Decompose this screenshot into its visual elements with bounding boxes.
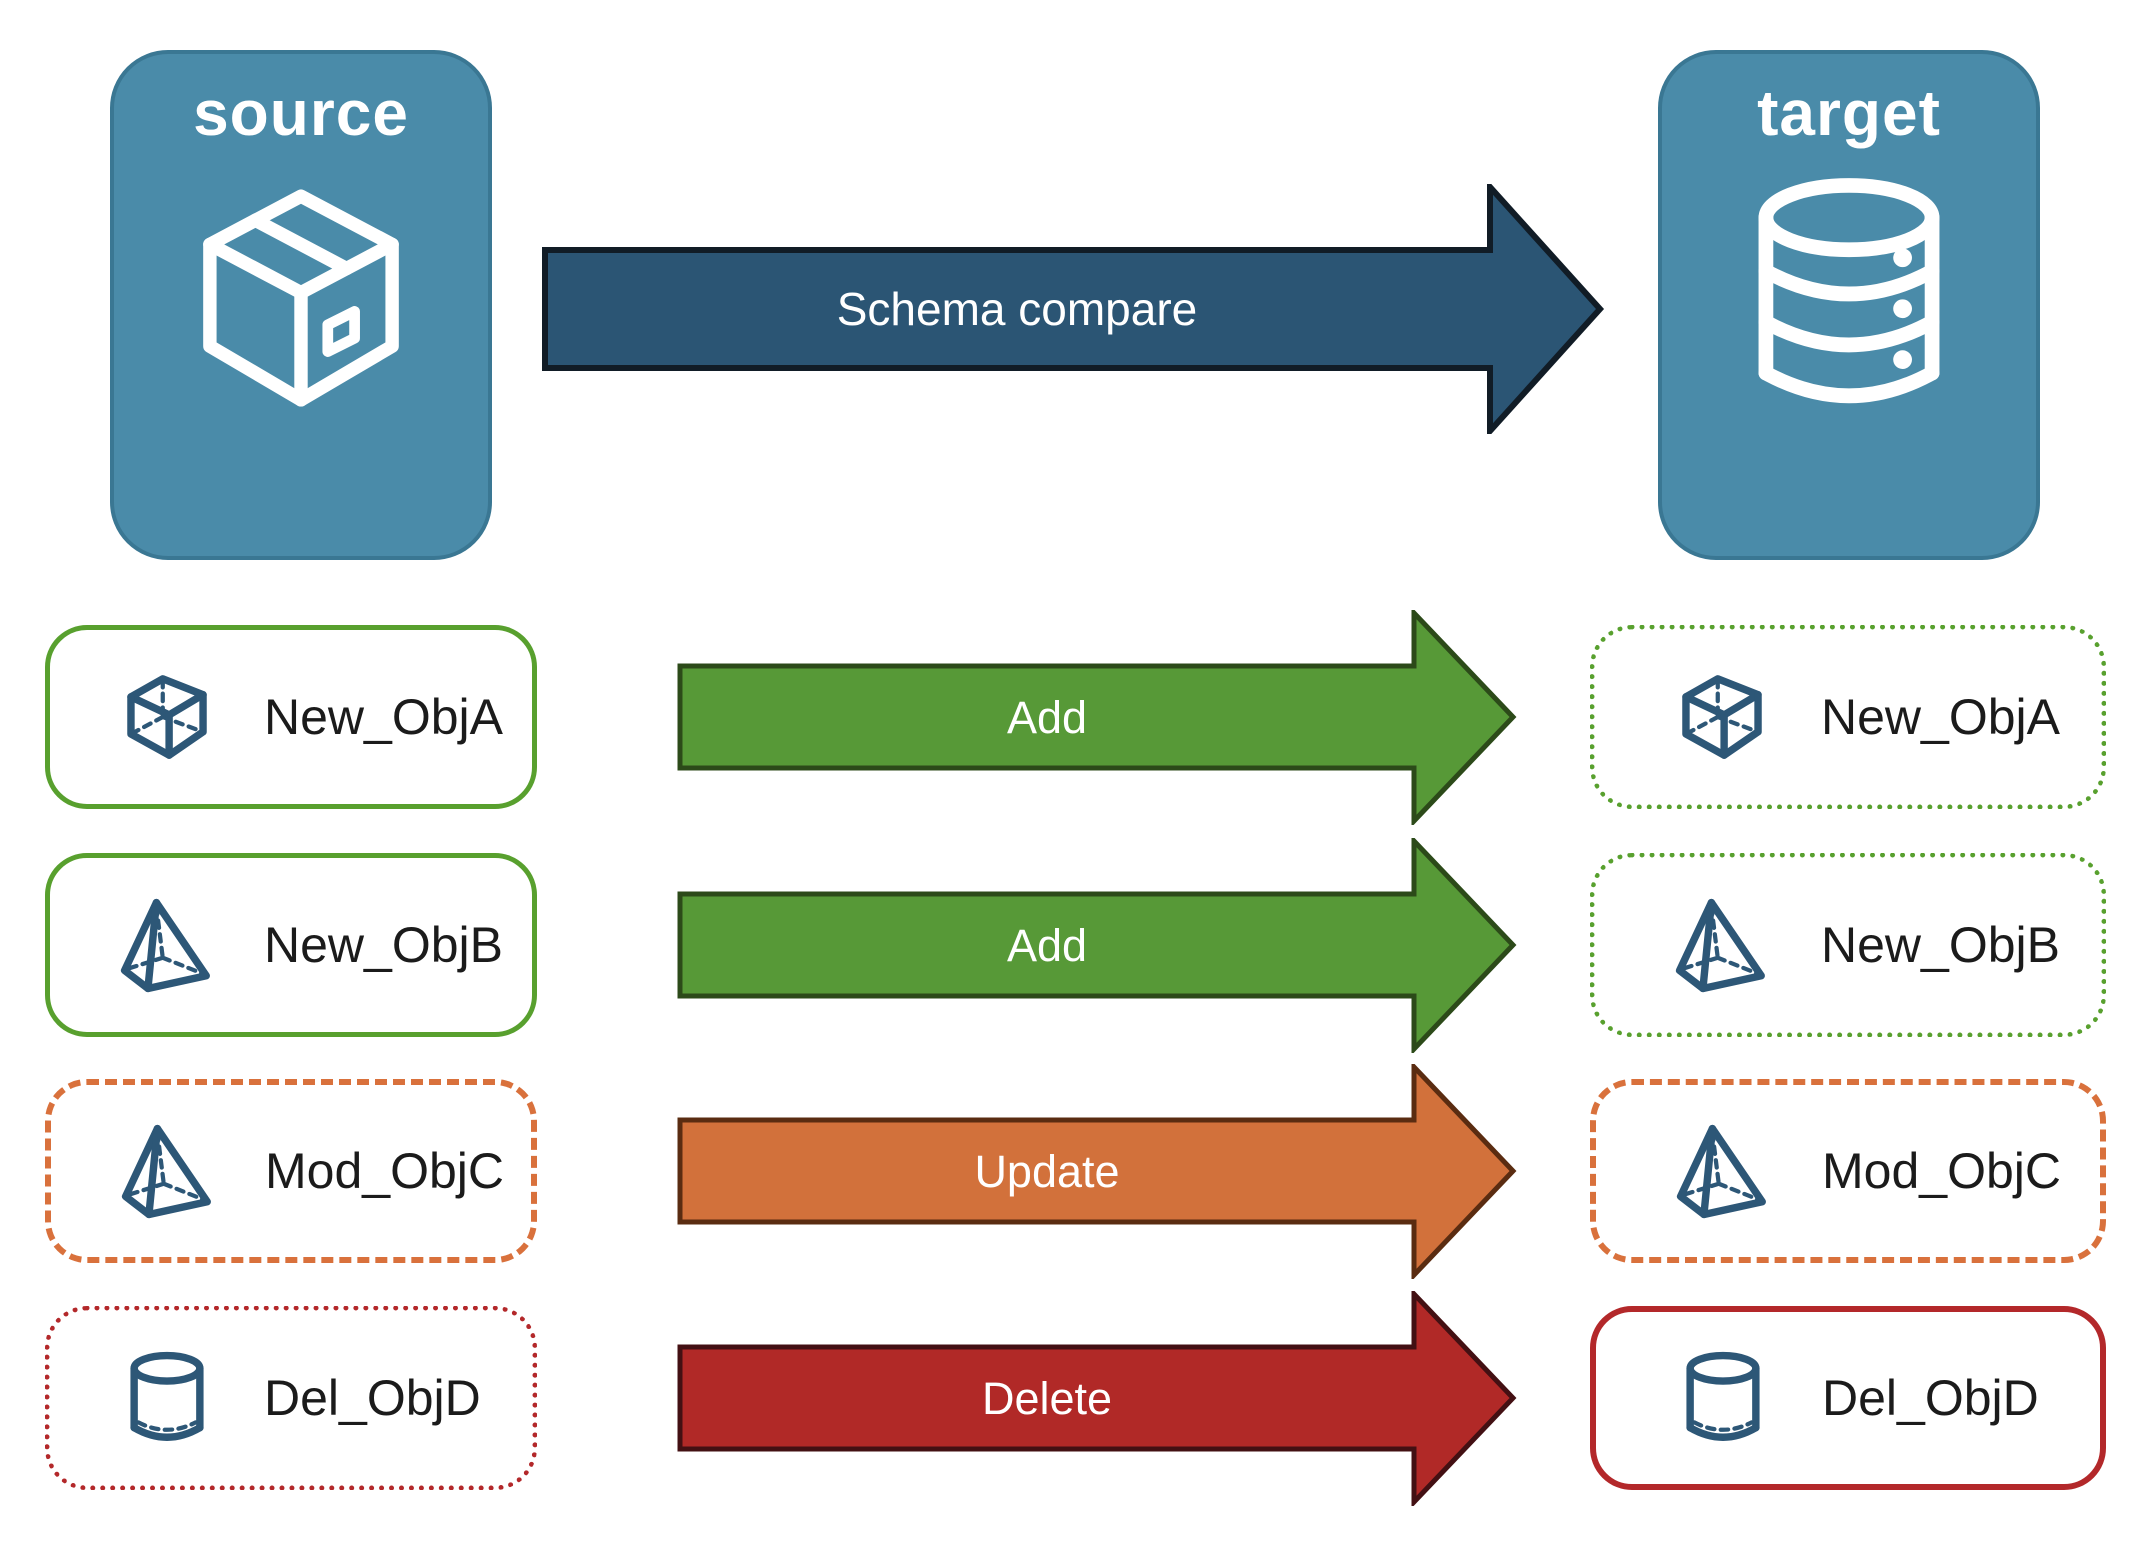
action-label: Delete: [981, 1372, 1113, 1424]
target-card: target: [1658, 50, 2040, 560]
package-icon: [167, 164, 435, 432]
pyramid-icon: [115, 1118, 221, 1224]
source-object-box-new-obja: New_ObjA: [45, 625, 537, 809]
pyramid-icon: [114, 892, 220, 998]
object-label: New_ObjB: [264, 917, 503, 973]
cube-icon: [114, 664, 220, 770]
object-label: New_ObjA: [1821, 689, 2060, 745]
add-arrow-row1: Add: [677, 610, 1517, 825]
source-object-box-del-objd: Del_ObjD: [45, 1306, 537, 1490]
action-label: Update: [974, 1145, 1120, 1197]
target-object-box-new-objb: New_ObjB: [1590, 853, 2106, 1037]
source-card-title: source: [193, 77, 409, 149]
target-object-box-mod-objc: Mod_ObjC: [1590, 1079, 2106, 1263]
target-object-box-new-obja: New_ObjA: [1590, 625, 2106, 809]
cube-icon: [1669, 664, 1775, 770]
arrow-shape: [542, 184, 1605, 434]
schema-compare-arrow: Schema compare: [542, 184, 1607, 434]
target-object-box-del-objd: Del_ObjD: [1590, 1306, 2106, 1490]
object-label: Mod_ObjC: [1822, 1143, 2061, 1199]
object-label: New_ObjA: [264, 689, 503, 745]
delete-arrow: Delete: [677, 1291, 1517, 1506]
pyramid-icon: [1670, 1118, 1776, 1224]
arrow-shape: [677, 1064, 1517, 1279]
object-label: Mod_ObjC: [265, 1143, 504, 1199]
pyramid-icon: [1669, 892, 1775, 998]
object-label: Del_ObjD: [264, 1370, 481, 1426]
target-card-title: target: [1757, 77, 1941, 149]
arrow-shape: [677, 610, 1517, 825]
source-card: source: [110, 50, 492, 560]
cylinder-icon: [1670, 1345, 1776, 1451]
schema-compare-label: Schema compare: [836, 283, 1198, 335]
action-label: Add: [1006, 691, 1088, 743]
arrow-shape: [677, 838, 1517, 1053]
update-arrow: Update: [677, 1064, 1517, 1279]
action-label: Add: [1006, 919, 1088, 971]
source-object-box-mod-objc: Mod_ObjC: [45, 1079, 537, 1263]
object-label: Del_ObjD: [1822, 1370, 2039, 1426]
source-object-box-new-objb: New_ObjB: [45, 853, 537, 1037]
object-label: New_ObjB: [1821, 917, 2060, 973]
cylinder-icon: [114, 1345, 220, 1451]
database-icon: [1715, 164, 1983, 432]
arrow-shape: [677, 1291, 1517, 1506]
add-arrow-row2: Add: [677, 838, 1517, 1053]
